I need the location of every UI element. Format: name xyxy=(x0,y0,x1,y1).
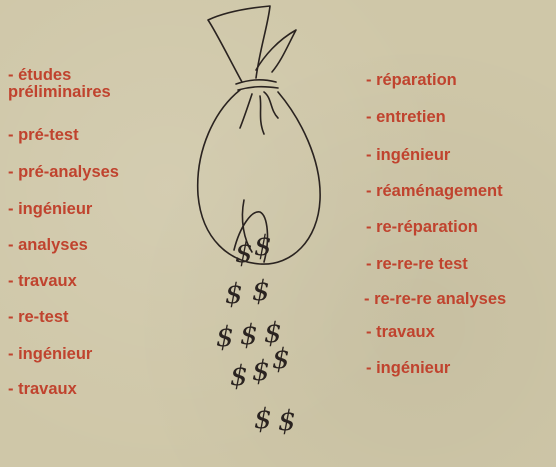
bag-top-knot xyxy=(208,6,270,82)
dollar-sign-9: $ xyxy=(252,354,270,387)
left-item-ingenieur-1-text: - ingénieur xyxy=(8,200,92,218)
left-item-analyses: - analyses xyxy=(8,236,88,254)
dollar-sign-11: $ xyxy=(254,402,272,435)
dollar-sign-12: $ xyxy=(278,404,296,437)
left-item-analyses-text: - analyses xyxy=(8,236,88,254)
left-item-pre-analyses-text: - pré-analyses xyxy=(8,163,119,181)
dollar-sign-2: $ xyxy=(254,229,272,262)
right-item-reamenagement: - réaménagement xyxy=(366,182,503,200)
right-item-reparation: - réparation xyxy=(366,71,457,89)
dollar-sign-5: $ xyxy=(216,320,234,353)
bag-string-a xyxy=(264,92,278,118)
right-item-travaux: - travaux xyxy=(366,323,435,341)
left-item-re-test-text: - re-test xyxy=(8,308,69,326)
right-item-reamenagement-text: - réaménagement xyxy=(366,182,503,200)
bag-top-flap xyxy=(256,30,296,72)
right-item-re-re-re-analyses: - re-re-re analyses xyxy=(364,290,506,308)
left-item-ingenieur-2-text: - ingénieur xyxy=(8,345,92,363)
right-item-entretien: - entretien xyxy=(366,108,446,126)
right-item-re-re-re-test-text: - re-re-re test xyxy=(366,255,468,273)
left-item-travaux-2-text: - travaux xyxy=(8,380,77,398)
right-item-ingenieur-2-text: - ingénieur xyxy=(366,359,450,377)
left-item-ingenieur-2: - ingénieur xyxy=(8,345,92,363)
right-item-travaux-text: - travaux xyxy=(366,323,435,341)
left-item-pre-test-text: - pré-test xyxy=(8,126,79,144)
left-item-pre-test: - pré-test xyxy=(8,126,79,144)
right-item-ingenieur-1-text: - ingénieur xyxy=(366,146,450,164)
right-item-ingenieur-1: - ingénieur xyxy=(366,146,450,164)
right-item-ingenieur-2: - ingénieur xyxy=(366,359,450,377)
left-item-travaux-1-text: - travaux xyxy=(8,272,77,290)
right-item-re-re-re-test: - re-re-re test xyxy=(366,255,468,273)
right-item-entretien-text: - entretien xyxy=(366,108,446,126)
right-item-re-reparation: - re-réparation xyxy=(366,218,478,236)
bag-string-b xyxy=(240,94,252,128)
dollar-sign-4: $ xyxy=(252,274,270,307)
left-item-ingenieur-1: - ingénieur xyxy=(8,200,92,218)
bag-string-c xyxy=(260,96,264,134)
left-item-etudes: - études préliminaires xyxy=(8,67,111,102)
right-item-re-reparation-text: - re-réparation xyxy=(366,218,478,236)
right-item-reparation-text: - réparation xyxy=(366,71,457,89)
dollar-sign-8: $ xyxy=(230,359,248,392)
left-item-etudes-text: - études préliminaires xyxy=(8,66,111,101)
right-item-re-re-re-analyses-text: - re-re-re analyses xyxy=(364,290,506,308)
dollar-sign-1: $ xyxy=(235,236,253,269)
left-item-re-test: - re-test xyxy=(8,308,69,326)
left-item-travaux-2: - travaux xyxy=(8,380,77,398)
dollar-sign-6: $ xyxy=(240,318,258,351)
left-item-travaux-1: - travaux xyxy=(8,272,77,290)
money-bag-drawing: $ $ $ $ $ $ $ $ $ $ $ $ xyxy=(160,0,360,467)
dollar-sign-10: $ xyxy=(272,342,290,375)
left-item-pre-analyses: - pré-analyses xyxy=(8,163,119,181)
bag-neck-tie-2 xyxy=(238,87,278,90)
dollar-sign-3: $ xyxy=(225,277,243,310)
